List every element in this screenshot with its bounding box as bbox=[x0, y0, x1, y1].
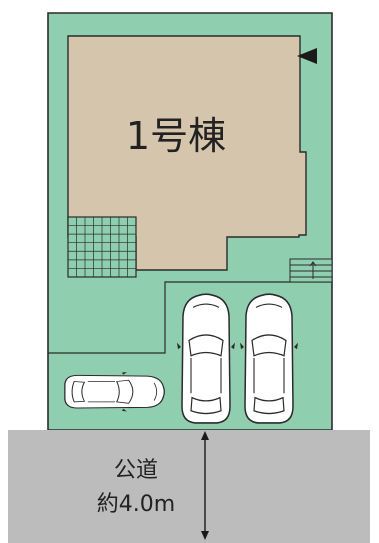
road-width: 約4.0m bbox=[97, 492, 175, 517]
stairs-icon bbox=[289, 258, 333, 283]
road-name: 公道 bbox=[114, 458, 158, 483]
car-icon bbox=[176, 293, 236, 424]
triangle-left-icon bbox=[297, 48, 317, 64]
car-icon bbox=[239, 293, 299, 424]
building-label: 1号棟 bbox=[126, 114, 226, 158]
double-arrow-icon bbox=[201, 431, 209, 540]
car-icon bbox=[64, 371, 165, 413]
road bbox=[8, 430, 370, 543]
parking-boundary bbox=[48, 281, 332, 354]
terrace-grid bbox=[67, 216, 137, 278]
